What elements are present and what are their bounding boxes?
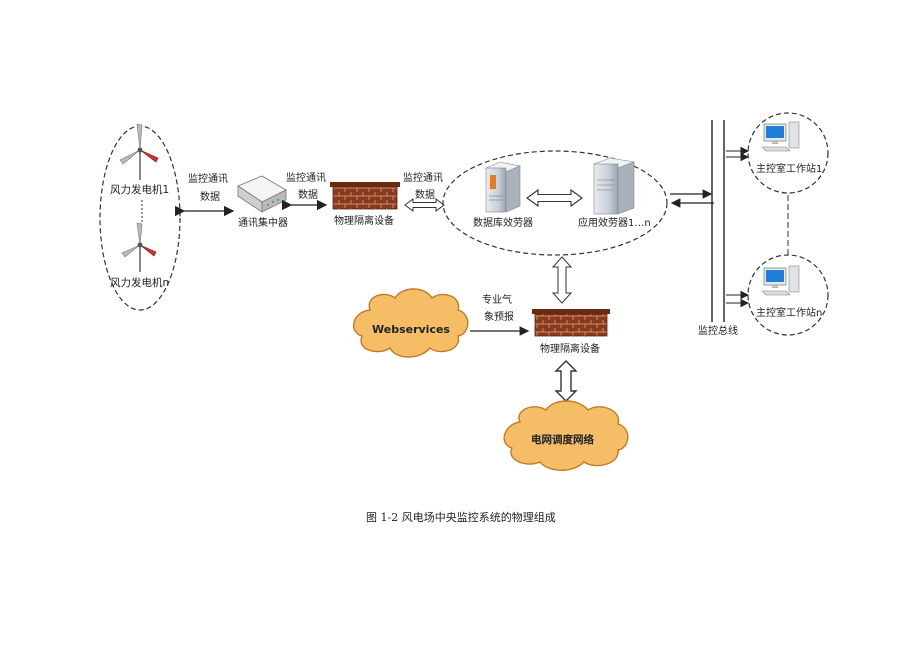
server-bus-arrows bbox=[670, 189, 714, 208]
isolation-top-label: 物理隔离设备 bbox=[334, 214, 394, 227]
webservices-cloud-icon bbox=[352, 288, 469, 358]
turbine-n-label: 风力发电机n bbox=[110, 276, 169, 289]
link-3-label-top: 监控通讯 bbox=[403, 171, 443, 184]
figure-caption: 图 1-2 风电场中央监控系统的物理组成 bbox=[366, 510, 556, 524]
link-1-label-bottom: 数据 bbox=[200, 190, 220, 203]
hub-label: 通讯集中器 bbox=[238, 216, 288, 229]
workstation-arrows bbox=[726, 146, 750, 308]
workstation-n-label: 主控室工作站n bbox=[756, 306, 822, 319]
wind-turbine-icon bbox=[121, 222, 157, 272]
monitoring-bus bbox=[711, 120, 725, 322]
firewall-icon bbox=[532, 309, 610, 337]
hollow-double-arrow-icon bbox=[526, 188, 583, 208]
firewall-icon bbox=[330, 182, 400, 210]
bus-label: 监控总线 bbox=[698, 324, 738, 337]
database-server-icon bbox=[484, 161, 522, 213]
computer-icon bbox=[761, 265, 800, 296]
computer-icon bbox=[761, 121, 800, 152]
app-server-label: 应用效劳器1…n bbox=[578, 216, 651, 229]
server-group bbox=[442, 150, 668, 256]
grid-network-cloud-icon bbox=[503, 400, 629, 471]
link-1-label-top: 监控通讯 bbox=[188, 172, 228, 185]
hollow-vertical-double-arrow-icon bbox=[551, 256, 573, 304]
link-2-label-top: 监控通讯 bbox=[286, 171, 326, 184]
hub-icon bbox=[237, 175, 287, 213]
db-server-label: 数据库效劳器 bbox=[473, 216, 533, 229]
hollow-double-arrow-icon bbox=[404, 198, 445, 212]
link-3-label-bottom: 数据 bbox=[415, 188, 435, 201]
webservices-label: Webservices bbox=[372, 323, 450, 336]
turbine-1-label: 风力发电机1 bbox=[110, 183, 169, 196]
workstation-1-group bbox=[747, 112, 829, 194]
hollow-vertical-double-arrow-icon bbox=[554, 360, 578, 402]
weather-label-line2: 象预报 bbox=[484, 310, 514, 323]
workstation-n-group bbox=[747, 254, 829, 336]
application-server-icon bbox=[592, 157, 636, 215]
weather-label-line1: 专业气 bbox=[482, 293, 512, 306]
workstation-1-label: 主控室工作站1 bbox=[756, 162, 822, 175]
link-2-label-bottom: 数据 bbox=[298, 188, 318, 201]
wind-turbine-icon bbox=[119, 123, 159, 180]
isolation-bottom-label: 物理隔离设备 bbox=[540, 342, 600, 355]
grid-network-label: 电网调度网络 bbox=[531, 433, 594, 446]
